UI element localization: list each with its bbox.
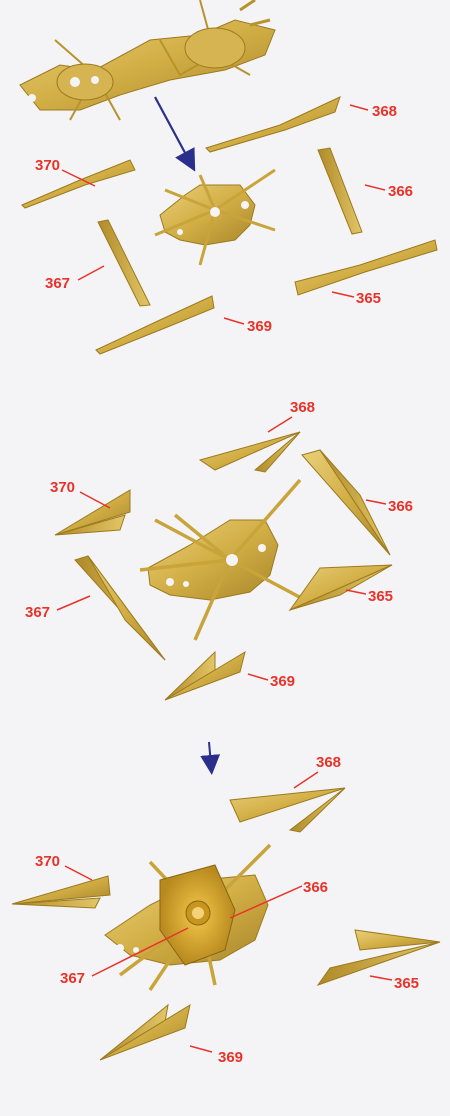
part-365-folded [318,930,440,985]
label-365: 365 [346,588,393,605]
svg-text:366: 366 [388,183,413,200]
label-368: 368 [268,399,315,432]
svg-text:368: 368 [372,103,397,120]
label-367: 367 [45,266,104,292]
svg-text:367: 367 [45,275,70,292]
flat-fret-part [20,0,275,120]
label-365: 365 [332,290,381,307]
panel-2: 368 370 366 367 365 369 [25,399,413,700]
svg-text:370: 370 [35,853,60,870]
part-366-strip [318,148,362,234]
label-370: 370 [50,479,110,508]
svg-text:370: 370 [35,157,60,174]
svg-text:369: 369 [218,1049,243,1066]
down-arrow [155,97,190,162]
svg-text:369: 369 [270,673,295,690]
down-arrow [209,742,211,765]
label-370: 370 [35,853,92,880]
svg-text:368: 368 [316,754,341,771]
assembled-center-part [105,845,270,990]
label-369: 369 [190,1046,243,1066]
panel-3: 368 370 366 367 365 369 [12,742,440,1066]
svg-text:365: 365 [368,588,393,605]
label-369: 369 [224,318,272,335]
panel-1: 368 370 366 367 365 369 [20,0,437,354]
svg-text:368: 368 [290,399,315,416]
part-370-folded [55,490,130,535]
part-369-strip [96,296,214,354]
svg-text:370: 370 [50,479,75,496]
svg-text:365: 365 [394,975,419,992]
label-368: 368 [350,103,397,120]
part-370-folded [12,876,110,908]
part-369-folded [100,1005,190,1060]
svg-text:367: 367 [60,970,85,987]
part-365-strip [295,240,437,295]
label-366: 366 [366,498,413,515]
label-367: 367 [25,596,90,621]
svg-text:365: 365 [356,290,381,307]
label-369: 369 [248,673,295,690]
part-368-folded [230,788,345,832]
part-368-strip [206,97,340,152]
label-366: 366 [365,183,413,200]
center-plate-part [140,480,305,640]
svg-text:366: 366 [303,879,328,896]
center-plate-part [155,170,275,265]
label-370: 370 [35,157,95,186]
part-369-folded [165,652,245,700]
part-367-strip [98,220,150,306]
svg-text:367: 367 [25,604,50,621]
svg-text:366: 366 [388,498,413,515]
part-368-folded [200,432,300,472]
label-365: 365 [370,975,419,992]
svg-text:369: 369 [247,318,272,335]
label-368: 368 [294,754,341,788]
